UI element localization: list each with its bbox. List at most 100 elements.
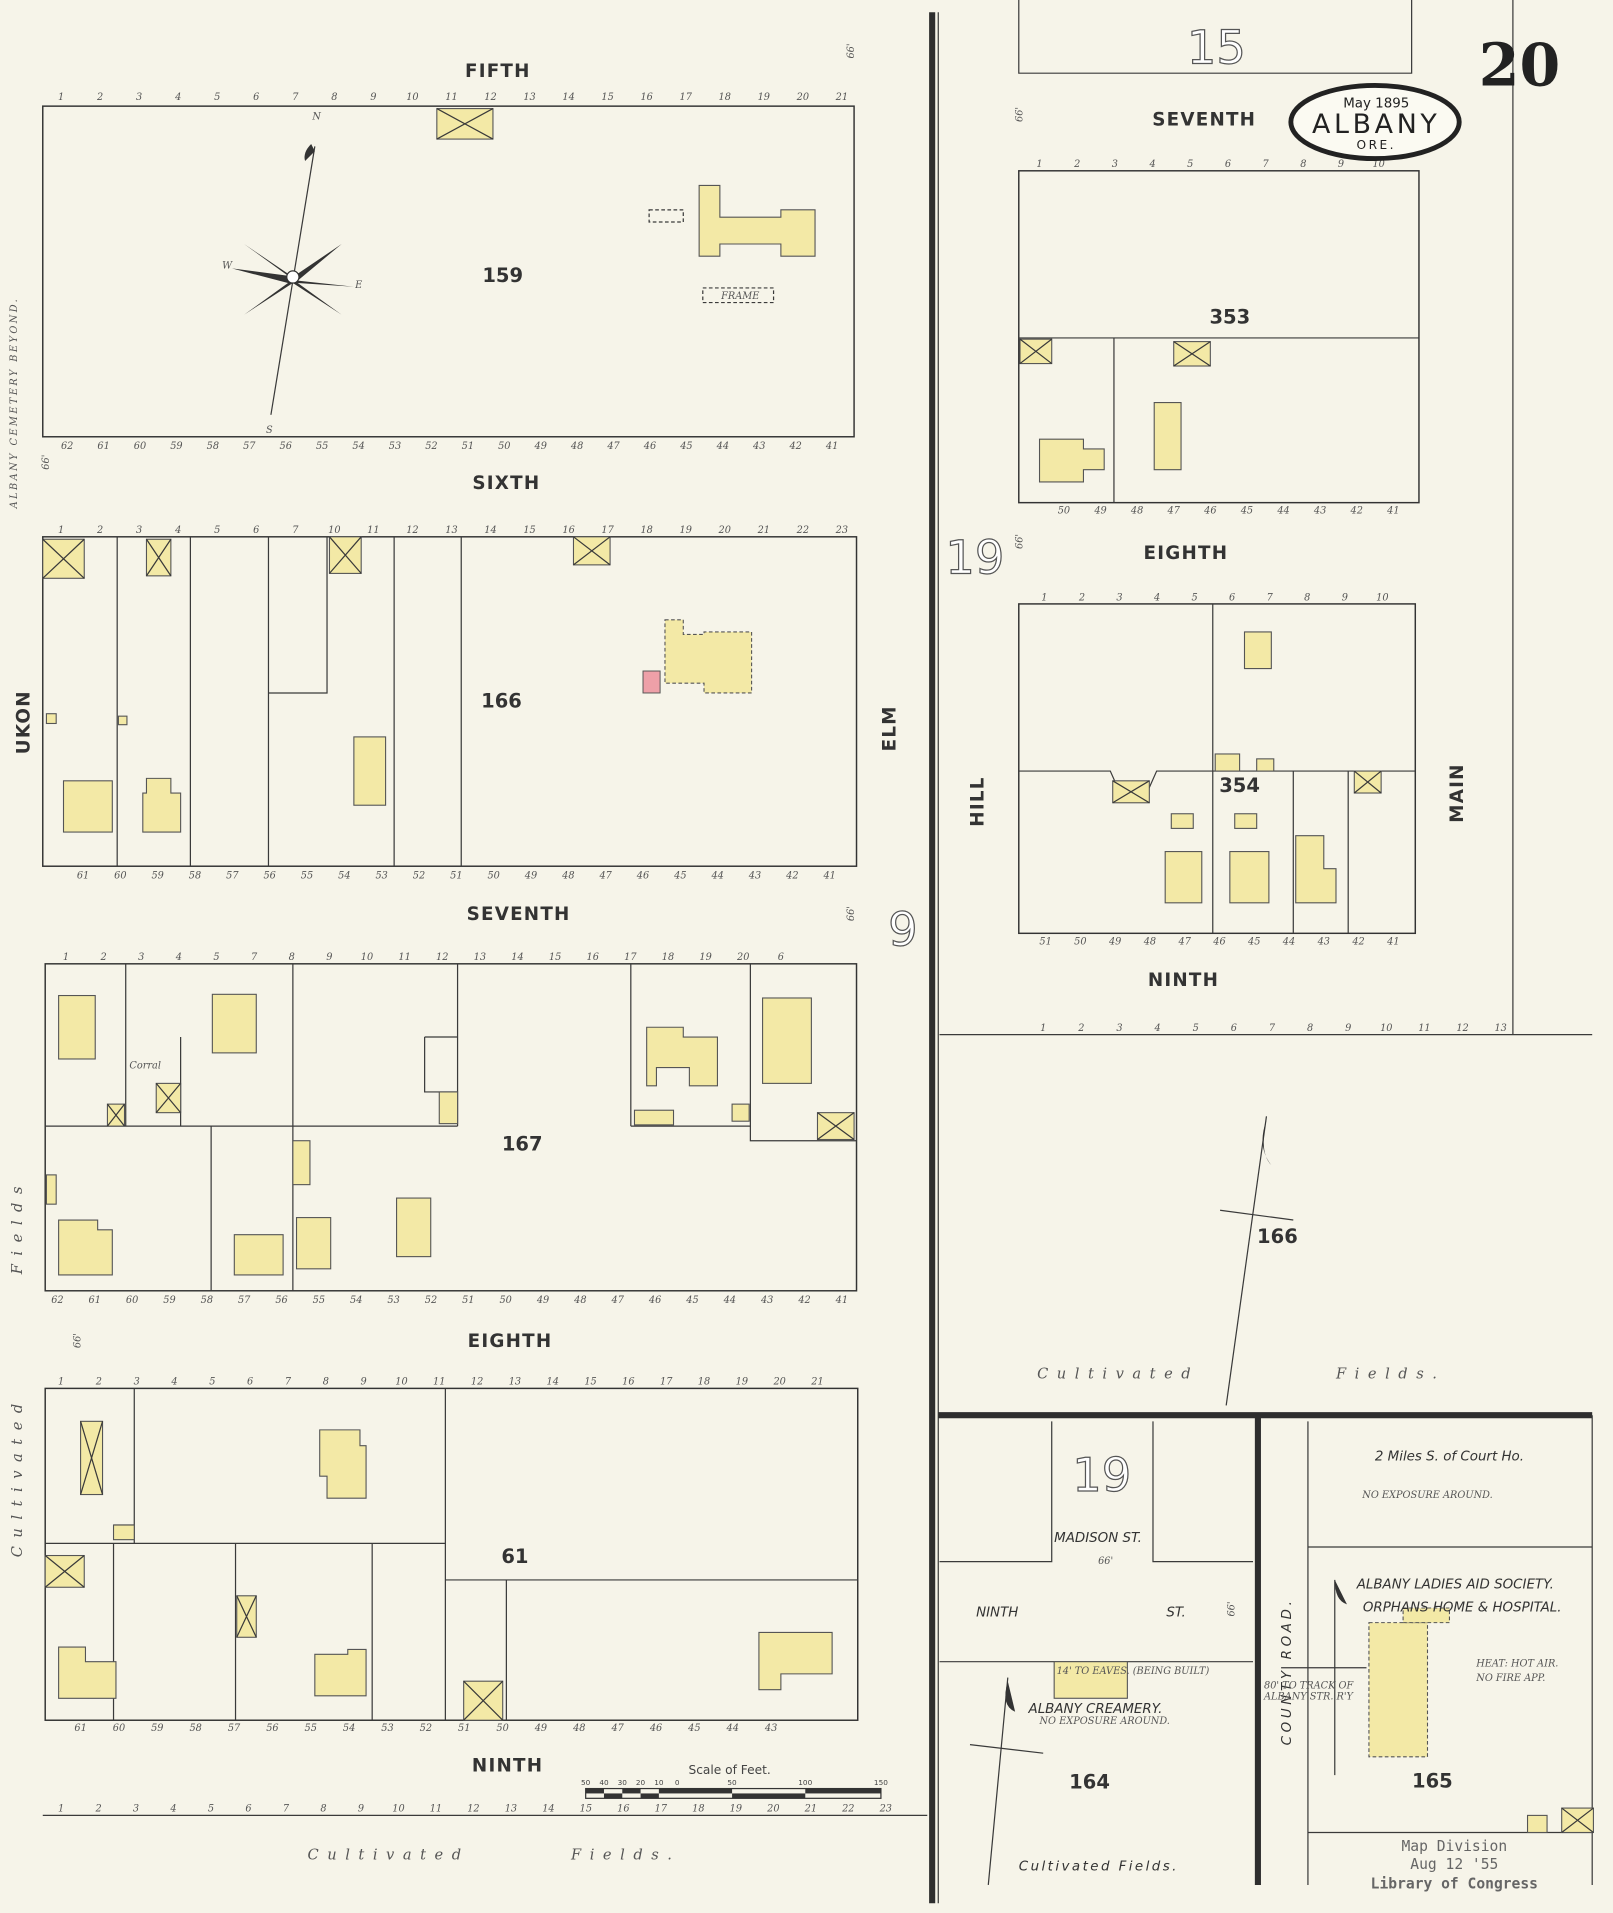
- lot-number: 45: [679, 441, 692, 452]
- lot-number: 60: [114, 870, 126, 881]
- lot-number: 61: [97, 441, 109, 452]
- street-hill: HILL: [967, 776, 988, 826]
- lot-number: 14: [484, 525, 496, 536]
- lot-number: 23: [879, 1804, 892, 1815]
- lot-number: 8: [1307, 1023, 1313, 1034]
- lot-number: 45: [685, 1295, 698, 1306]
- lot-number: 20: [718, 525, 731, 536]
- lot-number: 1: [58, 1377, 64, 1388]
- lot-number: 5: [209, 1377, 215, 1388]
- street-width: 66': [1014, 107, 1025, 122]
- block-159: [42, 105, 855, 438]
- lot-number: 48: [561, 870, 574, 881]
- lot-number: 11: [430, 1804, 442, 1815]
- lot-number: 6: [253, 525, 259, 536]
- lot-number: 57: [228, 1723, 241, 1734]
- lot-number: 49: [536, 1295, 549, 1306]
- lot-number: 7: [1267, 592, 1274, 603]
- lot-number: 19: [758, 92, 770, 103]
- lot-number: 7: [292, 525, 299, 536]
- lot-number: 43: [752, 441, 765, 452]
- lot-number: 44: [710, 870, 723, 881]
- lot-number: 10: [1376, 592, 1388, 603]
- scale-tick-label: 20: [636, 1778, 646, 1787]
- lot-number: 50: [496, 1723, 508, 1734]
- street-width: 66': [846, 906, 857, 921]
- lot-number: 43: [760, 1295, 773, 1306]
- lot-number: 5: [1191, 592, 1197, 603]
- lot-number: 57: [226, 870, 239, 881]
- lot-number: 17: [680, 92, 693, 103]
- lot-number: 2: [95, 1377, 102, 1388]
- lot-number: 42: [1351, 936, 1364, 947]
- orphans-home-building: [1368, 1622, 1429, 1758]
- adjoining-sheet-9[interactable]: 9: [888, 902, 919, 957]
- compass-e: E: [354, 280, 362, 291]
- street-width: 66': [846, 43, 857, 58]
- lot-number: 9: [358, 1804, 364, 1815]
- creamery-exposure-note: NO EXPOSURE AROUND.: [1039, 1716, 1170, 1727]
- scale-tick-label: 50: [581, 1778, 591, 1787]
- street-ninth: NINTH: [976, 1606, 1018, 1621]
- lot-number: 10: [392, 1804, 404, 1815]
- lot-number: 11: [1418, 1023, 1430, 1034]
- lot-number: 21: [810, 1377, 823, 1388]
- lot-number: 51: [462, 441, 474, 452]
- state-name: ORE.: [1357, 138, 1396, 152]
- lot-number: 51: [450, 870, 462, 881]
- block-number: 61: [501, 1545, 528, 1568]
- lot-number: 10: [328, 525, 340, 536]
- lot-number: 8: [320, 1804, 326, 1815]
- lot-number: 18: [662, 952, 674, 963]
- lot-number: 49: [524, 870, 537, 881]
- adjoining-sheet-19[interactable]: 19: [1072, 1447, 1132, 1502]
- lot-number: 12: [436, 952, 448, 963]
- lot-number: 14: [562, 92, 574, 103]
- fields-label: Fields.: [1335, 1366, 1445, 1383]
- block-353: [1018, 170, 1420, 504]
- lot-number: 12: [467, 1804, 479, 1815]
- lot-number: 53: [389, 441, 401, 452]
- lot-number: 17: [624, 952, 637, 963]
- lot-number: 2: [99, 952, 106, 963]
- stamp-line: Map Division: [1401, 1838, 1507, 1855]
- lot-number: 51: [458, 1723, 470, 1734]
- lot-number: 48: [570, 441, 583, 452]
- track-note: 80' TO TRACK OF: [1264, 1681, 1355, 1692]
- brick-building: [642, 670, 661, 694]
- lot-number: 13: [474, 952, 486, 963]
- lot-number: 16: [622, 1377, 634, 1388]
- lot-number: 41: [1386, 506, 1399, 517]
- lot-number: 4: [169, 1804, 176, 1815]
- lot-number: 57: [238, 1295, 251, 1306]
- lot-number: 48: [1130, 506, 1143, 517]
- lot-number: 62: [51, 1295, 63, 1306]
- buildings: [42, 108, 1594, 1834]
- lot-number: 43: [748, 870, 761, 881]
- street-county-road: COUNTY ROAD.: [1280, 1597, 1295, 1745]
- lot-number: 4: [1153, 1023, 1160, 1034]
- lot-number: 56: [263, 870, 275, 881]
- block-61: [44, 1387, 859, 1721]
- lot-number: 1: [58, 92, 64, 103]
- lot-number: 50: [1058, 506, 1070, 517]
- lot-number: 8: [331, 92, 337, 103]
- lot-number: 8: [289, 952, 295, 963]
- adjoining-sheet-15[interactable]: 15: [1186, 20, 1246, 75]
- lot-number: 4: [1148, 159, 1155, 170]
- lot-number: 2: [96, 525, 103, 536]
- lot-number: 46: [1212, 936, 1225, 947]
- lot-number: 18: [640, 525, 652, 536]
- lot-number: 19: [736, 1377, 748, 1388]
- adjoining-sheet-19[interactable]: 19: [945, 530, 1005, 585]
- lot-number: 14: [547, 1377, 559, 1388]
- lot-number: 47: [606, 441, 620, 452]
- lot-number: 12: [471, 1377, 483, 1388]
- scale-title: Scale of Feet.: [688, 1763, 770, 1777]
- street-ninth: NINTH: [1148, 970, 1219, 991]
- lot-number: 53: [375, 870, 387, 881]
- lot-number: 44: [726, 1723, 739, 1734]
- adjoining-sheet-box: [1018, 0, 1413, 74]
